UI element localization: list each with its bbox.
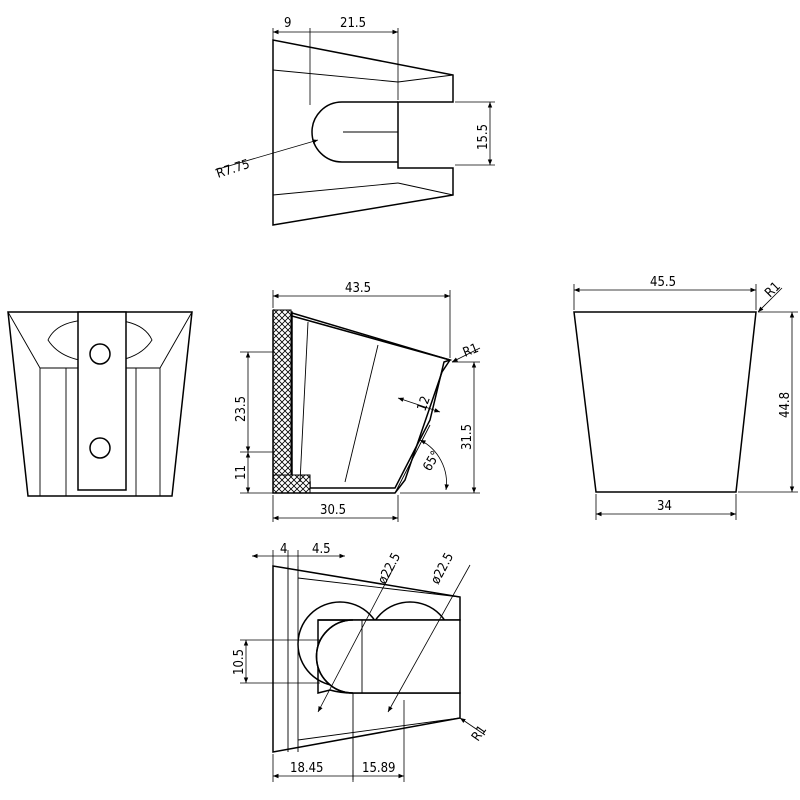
front-dim-23-5: 23.5 xyxy=(234,396,249,422)
bottom-dim-4: 4 xyxy=(280,542,287,557)
front-dim-angle: 65° xyxy=(420,449,443,474)
top-dim-r7-75: R7.75 xyxy=(215,157,252,182)
front-dim-11: 11 xyxy=(234,465,249,480)
right-dim-44-8: 44.8 xyxy=(778,392,793,418)
front-dim-31-5: 31.5 xyxy=(460,424,475,450)
front-dim-30-5: 30.5 xyxy=(320,503,346,518)
front-dim-r1: R1 xyxy=(461,341,481,361)
right-view: 45.5 R1 44.8 34 xyxy=(574,275,798,520)
right-dim-45-5: 45.5 xyxy=(650,275,676,290)
front-dim-12: 12 xyxy=(415,394,434,413)
bottom-dim-18-45: 18.45 xyxy=(290,761,323,776)
bottom-dim-dia-1: ø22.5 xyxy=(375,551,404,587)
right-dim-r1: R1 xyxy=(762,279,784,301)
bottom-dim-15-89: 15.89 xyxy=(362,761,395,776)
bottom-view: 4 4.5 ø22.5 ø22.5 10.5 R1 18.45 15.89 xyxy=(232,542,490,782)
top-dim-15-5: 15.5 xyxy=(476,124,491,150)
top-dim-9: 9 xyxy=(284,16,291,31)
top-view: 9 21.5 15.5 R7.75 xyxy=(215,16,495,225)
bottom-dim-4-5: 4.5 xyxy=(312,542,331,557)
left-view xyxy=(8,312,192,496)
bottom-dim-10-5: 10.5 xyxy=(232,649,247,675)
bottom-dim-dia-2: ø22.5 xyxy=(428,551,457,587)
front-dim-43-5: 43.5 xyxy=(345,281,371,296)
front-view: 43.5 R1 23.5 11 12 31.5 65° 30.5 xyxy=(234,281,481,522)
top-dim-21-5: 21.5 xyxy=(340,16,366,31)
right-dim-34: 34 xyxy=(657,499,672,514)
